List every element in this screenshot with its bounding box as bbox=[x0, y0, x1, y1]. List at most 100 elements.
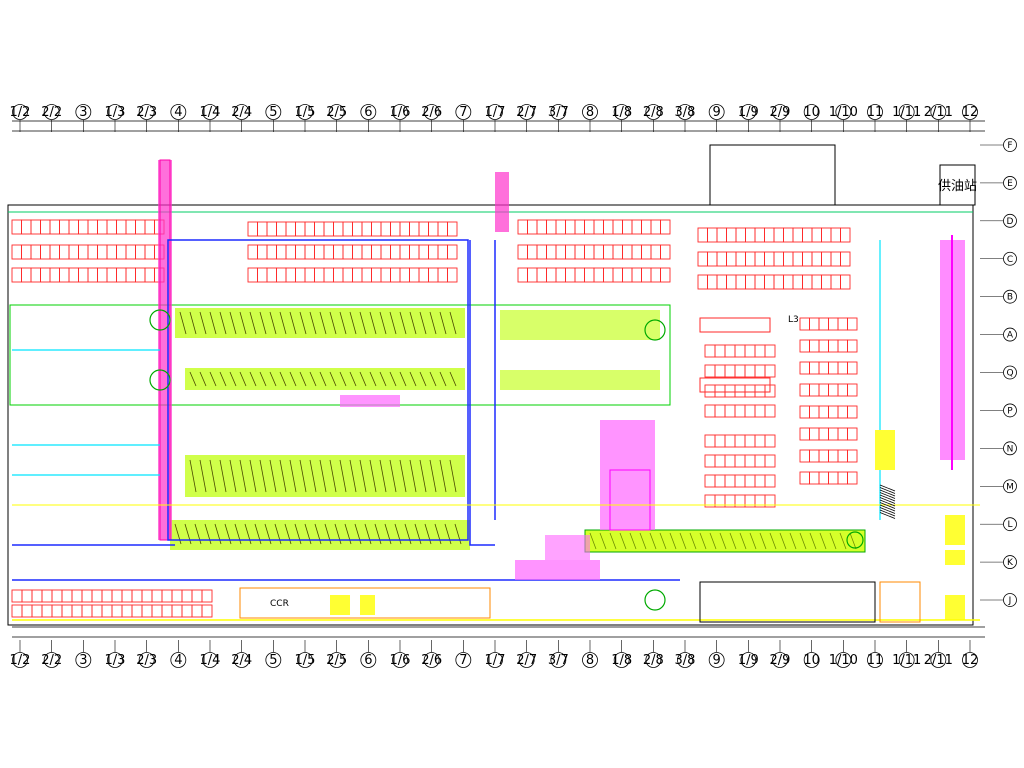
right-axis-label: J bbox=[1008, 596, 1012, 606]
storage-cell bbox=[555, 267, 566, 283]
top-axis-bubble bbox=[202, 104, 218, 120]
storage-cell bbox=[837, 471, 848, 485]
roller-mark bbox=[399, 459, 407, 493]
storage-cell bbox=[11, 604, 23, 618]
roller-mark bbox=[279, 459, 287, 493]
storage-cell bbox=[68, 244, 79, 260]
storage-cell bbox=[574, 267, 585, 283]
storage-cell bbox=[593, 267, 604, 283]
storage-cell bbox=[809, 471, 820, 485]
storage-cell bbox=[650, 244, 661, 260]
storage-cell bbox=[622, 244, 633, 260]
ladder-rung bbox=[879, 487, 896, 494]
bottom-axis-label: 1/9 bbox=[738, 653, 759, 668]
storage-cell bbox=[121, 589, 133, 603]
top-axis-label: 1/4 bbox=[200, 105, 221, 120]
top-axis-bubble bbox=[898, 104, 915, 120]
top-axis-bubble bbox=[740, 104, 757, 120]
storage-cell bbox=[304, 221, 315, 237]
storage-cell bbox=[201, 589, 213, 603]
storage-cell bbox=[704, 364, 716, 378]
bottom-axis-label: 1/3 bbox=[105, 653, 126, 668]
roller-mark bbox=[269, 459, 277, 493]
storage-cell bbox=[247, 267, 258, 283]
storage-cell bbox=[536, 244, 547, 260]
storage-cell bbox=[811, 251, 822, 267]
right-axis-bubble bbox=[1003, 365, 1017, 380]
storage-grid bbox=[247, 221, 458, 237]
bottom-axis-label: 7 bbox=[459, 653, 467, 668]
storage-cell bbox=[724, 344, 736, 358]
roller-mark bbox=[589, 532, 597, 550]
storage-cell bbox=[837, 339, 848, 353]
roller-mark bbox=[679, 532, 687, 550]
bottom-axis-label: 2/2 bbox=[41, 653, 62, 668]
storage-cell bbox=[437, 221, 448, 237]
roller-mark bbox=[419, 311, 427, 335]
bottom-axis-label: 3/8 bbox=[675, 653, 696, 668]
bottom-axis-label: 3/7 bbox=[548, 653, 569, 668]
top-axis-bubble bbox=[803, 104, 820, 120]
roller-mark bbox=[349, 371, 357, 387]
storage-cell bbox=[276, 244, 287, 260]
storage-cell bbox=[418, 267, 429, 283]
storage-cell bbox=[734, 364, 746, 378]
roller-mark bbox=[419, 371, 427, 387]
right-axis-bubble bbox=[1003, 289, 1017, 304]
roller-mark bbox=[319, 371, 327, 387]
top-axis-label: 1/11 bbox=[892, 105, 921, 120]
storage-cell bbox=[342, 221, 353, 237]
storage-cell bbox=[734, 474, 746, 488]
storage-cell bbox=[744, 384, 756, 398]
storage-cell bbox=[418, 244, 429, 260]
storage-cell bbox=[828, 339, 839, 353]
right-axis-label: M bbox=[1006, 482, 1014, 492]
bottom-axis-bubble bbox=[677, 652, 693, 668]
roller-mark bbox=[629, 532, 637, 550]
storage-grid bbox=[11, 604, 213, 618]
storage-grid bbox=[11, 219, 165, 235]
storage-cell bbox=[707, 227, 718, 243]
storage-cell bbox=[171, 604, 183, 618]
storage-cell bbox=[799, 383, 810, 397]
storage-cell bbox=[818, 471, 829, 485]
storage-cell bbox=[821, 251, 832, 267]
storage-cell bbox=[828, 427, 839, 441]
storage-cell bbox=[802, 227, 813, 243]
conveyor-zones bbox=[9, 304, 866, 553]
storage-cell bbox=[811, 274, 822, 290]
building-outline bbox=[7, 144, 976, 626]
storage-cell bbox=[323, 221, 334, 237]
storage-grid bbox=[517, 219, 671, 235]
roller-mark bbox=[639, 532, 647, 550]
storage-cell bbox=[707, 274, 718, 290]
bottom-axis-bubble bbox=[835, 652, 852, 668]
top-axis-label: 1/9 bbox=[738, 105, 759, 120]
storage-cell bbox=[21, 604, 33, 618]
storage-cell bbox=[59, 244, 70, 260]
top-axis-label: 8 bbox=[586, 105, 594, 120]
bottom-axis-label: 2/3 bbox=[136, 653, 157, 668]
l3-room bbox=[699, 317, 771, 393]
ladder-rung bbox=[879, 484, 896, 492]
bottom-axis-label: 2/7 bbox=[516, 653, 537, 668]
storage-cell bbox=[714, 404, 726, 418]
storage-cell bbox=[257, 221, 268, 237]
roller-mark bbox=[439, 459, 447, 493]
top-axis-label: 1/10 bbox=[829, 105, 858, 120]
storage-cell bbox=[809, 449, 820, 463]
roller-mark bbox=[779, 532, 787, 550]
top-axis-label: 9 bbox=[713, 105, 721, 120]
storage-cell bbox=[704, 474, 716, 488]
bottom-axis-bubble bbox=[170, 652, 187, 668]
storage-cell bbox=[11, 219, 22, 235]
storage-cell bbox=[135, 244, 146, 260]
storage-cell bbox=[704, 404, 716, 418]
storage-cell bbox=[830, 227, 841, 243]
top-axis-bubble bbox=[138, 104, 155, 120]
storage-cell bbox=[799, 427, 810, 441]
storage-cell bbox=[754, 384, 766, 398]
storage-cell bbox=[144, 267, 155, 283]
